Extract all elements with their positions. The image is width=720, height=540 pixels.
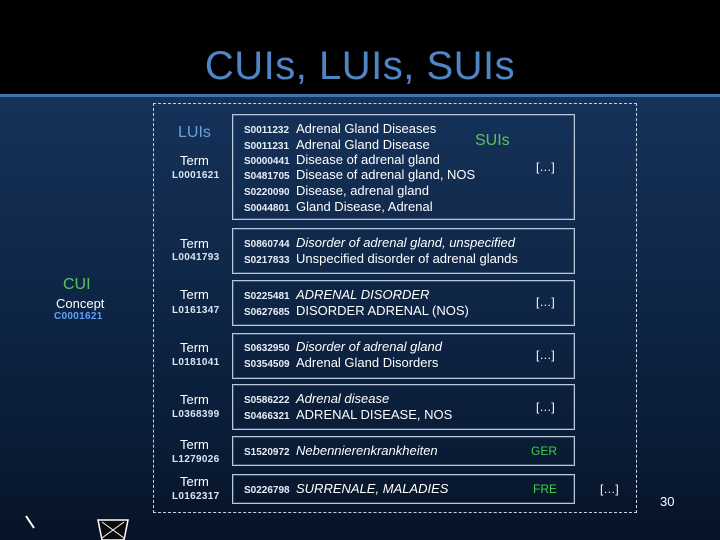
cui-label: CUI xyxy=(63,276,91,293)
term-label: Term xyxy=(180,392,209,407)
string-text: Adrenal Gland Diseases xyxy=(296,121,437,136)
string-row: S0481705 Disease of adrenal gland, NOS xyxy=(244,167,475,183)
string-row: S0354509 Adrenal Gland Disorders xyxy=(244,355,438,371)
term-label: Term xyxy=(180,153,209,168)
string-row: S0217833 Unspecified disorder of adrenal … xyxy=(244,251,518,267)
sui-code: S0481705 xyxy=(244,171,290,182)
sui-code: S0220090 xyxy=(244,187,290,198)
term-label: Term xyxy=(180,474,209,489)
string-text: Adrenal Gland Disorders xyxy=(296,355,439,370)
string-row: S1520972 Nebennierenkrankheiten xyxy=(244,443,438,459)
string-text: ADRENAL DISORDER xyxy=(296,287,430,302)
term-label: Term xyxy=(180,340,209,355)
language-tag: GER xyxy=(531,444,558,458)
string-text: Nebennierenkrankheiten xyxy=(296,443,438,458)
sui-group-box xyxy=(232,333,575,379)
string-text: Adrenal Gland Disease xyxy=(296,137,430,152)
suis-label: SUIs xyxy=(475,132,510,149)
sui-group-box xyxy=(232,280,575,326)
sui-code: S0044801 xyxy=(244,203,290,214)
sui-code: S1520972 xyxy=(244,447,290,458)
string-row: S0860744 Disorder of adrenal gland, unspe… xyxy=(244,235,515,251)
term-label: Term xyxy=(180,287,209,302)
concept-label: Concept xyxy=(56,296,105,311)
string-text: Disease, adrenal gland xyxy=(296,183,429,198)
sui-code: S0000441 xyxy=(244,156,290,167)
luis-label: LUIs xyxy=(178,124,211,141)
sui-code: S0466321 xyxy=(244,411,290,422)
string-text: Disorder of adrenal gland, unspecified xyxy=(296,235,515,250)
string-text: Gland Disease, Adrenal xyxy=(296,199,433,214)
lui-code: L0162317 xyxy=(172,491,220,502)
string-row: S0586222 Adrenal disease xyxy=(244,391,389,407)
string-text: Disease of adrenal gland xyxy=(296,152,440,167)
string-row: S0226798 SURRENALE, MALADIES xyxy=(244,481,448,497)
sui-group-box xyxy=(232,228,575,274)
string-row: S0011231 Adrenal Gland Disease xyxy=(244,137,430,153)
sui-code: S0225481 xyxy=(244,291,290,302)
string-row: S0466321 ADRENAL DISEASE, NOS xyxy=(244,407,452,423)
slide-title: CUIs, LUIs, SUIs xyxy=(204,44,516,88)
string-text: DISORDER ADRENAL (NOS) xyxy=(296,303,469,318)
concept-code: C0001621 xyxy=(54,311,103,322)
string-row: S0011232 Adrenal Gland Diseases xyxy=(244,121,436,137)
lui-code: L0041793 xyxy=(172,252,220,263)
string-text: Unspecified disorder of adrenal glands xyxy=(296,251,518,266)
sui-group-box xyxy=(232,436,575,466)
language-tag: FRE xyxy=(533,482,557,496)
term-label: Term xyxy=(180,236,209,251)
sui-code: S0860744 xyxy=(244,239,290,250)
string-row: S0000441 Disease of adrenal gland xyxy=(244,152,440,168)
lui-group-box xyxy=(153,103,637,513)
string-row: S0044801 Gland Disease, Adrenal xyxy=(244,199,433,215)
lui-code: L0181041 xyxy=(172,357,220,368)
sui-group-box xyxy=(232,384,575,430)
sui-group-box xyxy=(232,114,575,220)
more-ellipsis: […] xyxy=(600,482,619,496)
nlm-logo-icon xyxy=(25,515,129,540)
string-row: S0225481 ADRENAL DISORDER xyxy=(244,287,429,303)
lui-code: L0368399 xyxy=(172,409,220,420)
string-text: Disease of adrenal gland, NOS xyxy=(296,167,476,182)
sui-code: S0226798 xyxy=(244,485,290,496)
sui-code: S0011231 xyxy=(244,141,290,152)
string-row: S0627685 DISORDER ADRENAL (NOS) xyxy=(244,303,469,319)
slide-background xyxy=(0,96,720,540)
sui-code: S0586222 xyxy=(244,395,290,406)
more-ellipsis: […] xyxy=(536,400,555,414)
sui-code: S0632950 xyxy=(244,343,290,354)
sui-code: S0217833 xyxy=(244,255,290,266)
title-rule xyxy=(0,94,720,97)
sui-code: S0627685 xyxy=(244,307,290,318)
lui-code: L0001621 xyxy=(172,170,220,181)
string-text: Adrenal disease xyxy=(296,391,390,406)
more-ellipsis: […] xyxy=(536,160,555,174)
sui-code: S0354509 xyxy=(244,359,290,370)
lui-code: L1279026 xyxy=(172,454,220,465)
more-ellipsis: […] xyxy=(536,348,555,362)
sui-group-box xyxy=(232,474,575,504)
string-text: Disorder of adrenal gland xyxy=(296,339,442,354)
term-label: Term xyxy=(180,437,209,452)
sui-code: S0011232 xyxy=(244,125,290,136)
string-row: S0220090 Disease, adrenal gland xyxy=(244,183,429,199)
page-number: 30 xyxy=(660,494,675,509)
string-row: S0632950 Disorder of adrenal gland xyxy=(244,339,442,355)
more-ellipsis: […] xyxy=(536,295,555,309)
string-text: SURRENALE, MALADIES xyxy=(296,481,449,496)
string-text: ADRENAL DISEASE, NOS xyxy=(296,407,453,422)
lui-code: L0161347 xyxy=(172,305,220,316)
